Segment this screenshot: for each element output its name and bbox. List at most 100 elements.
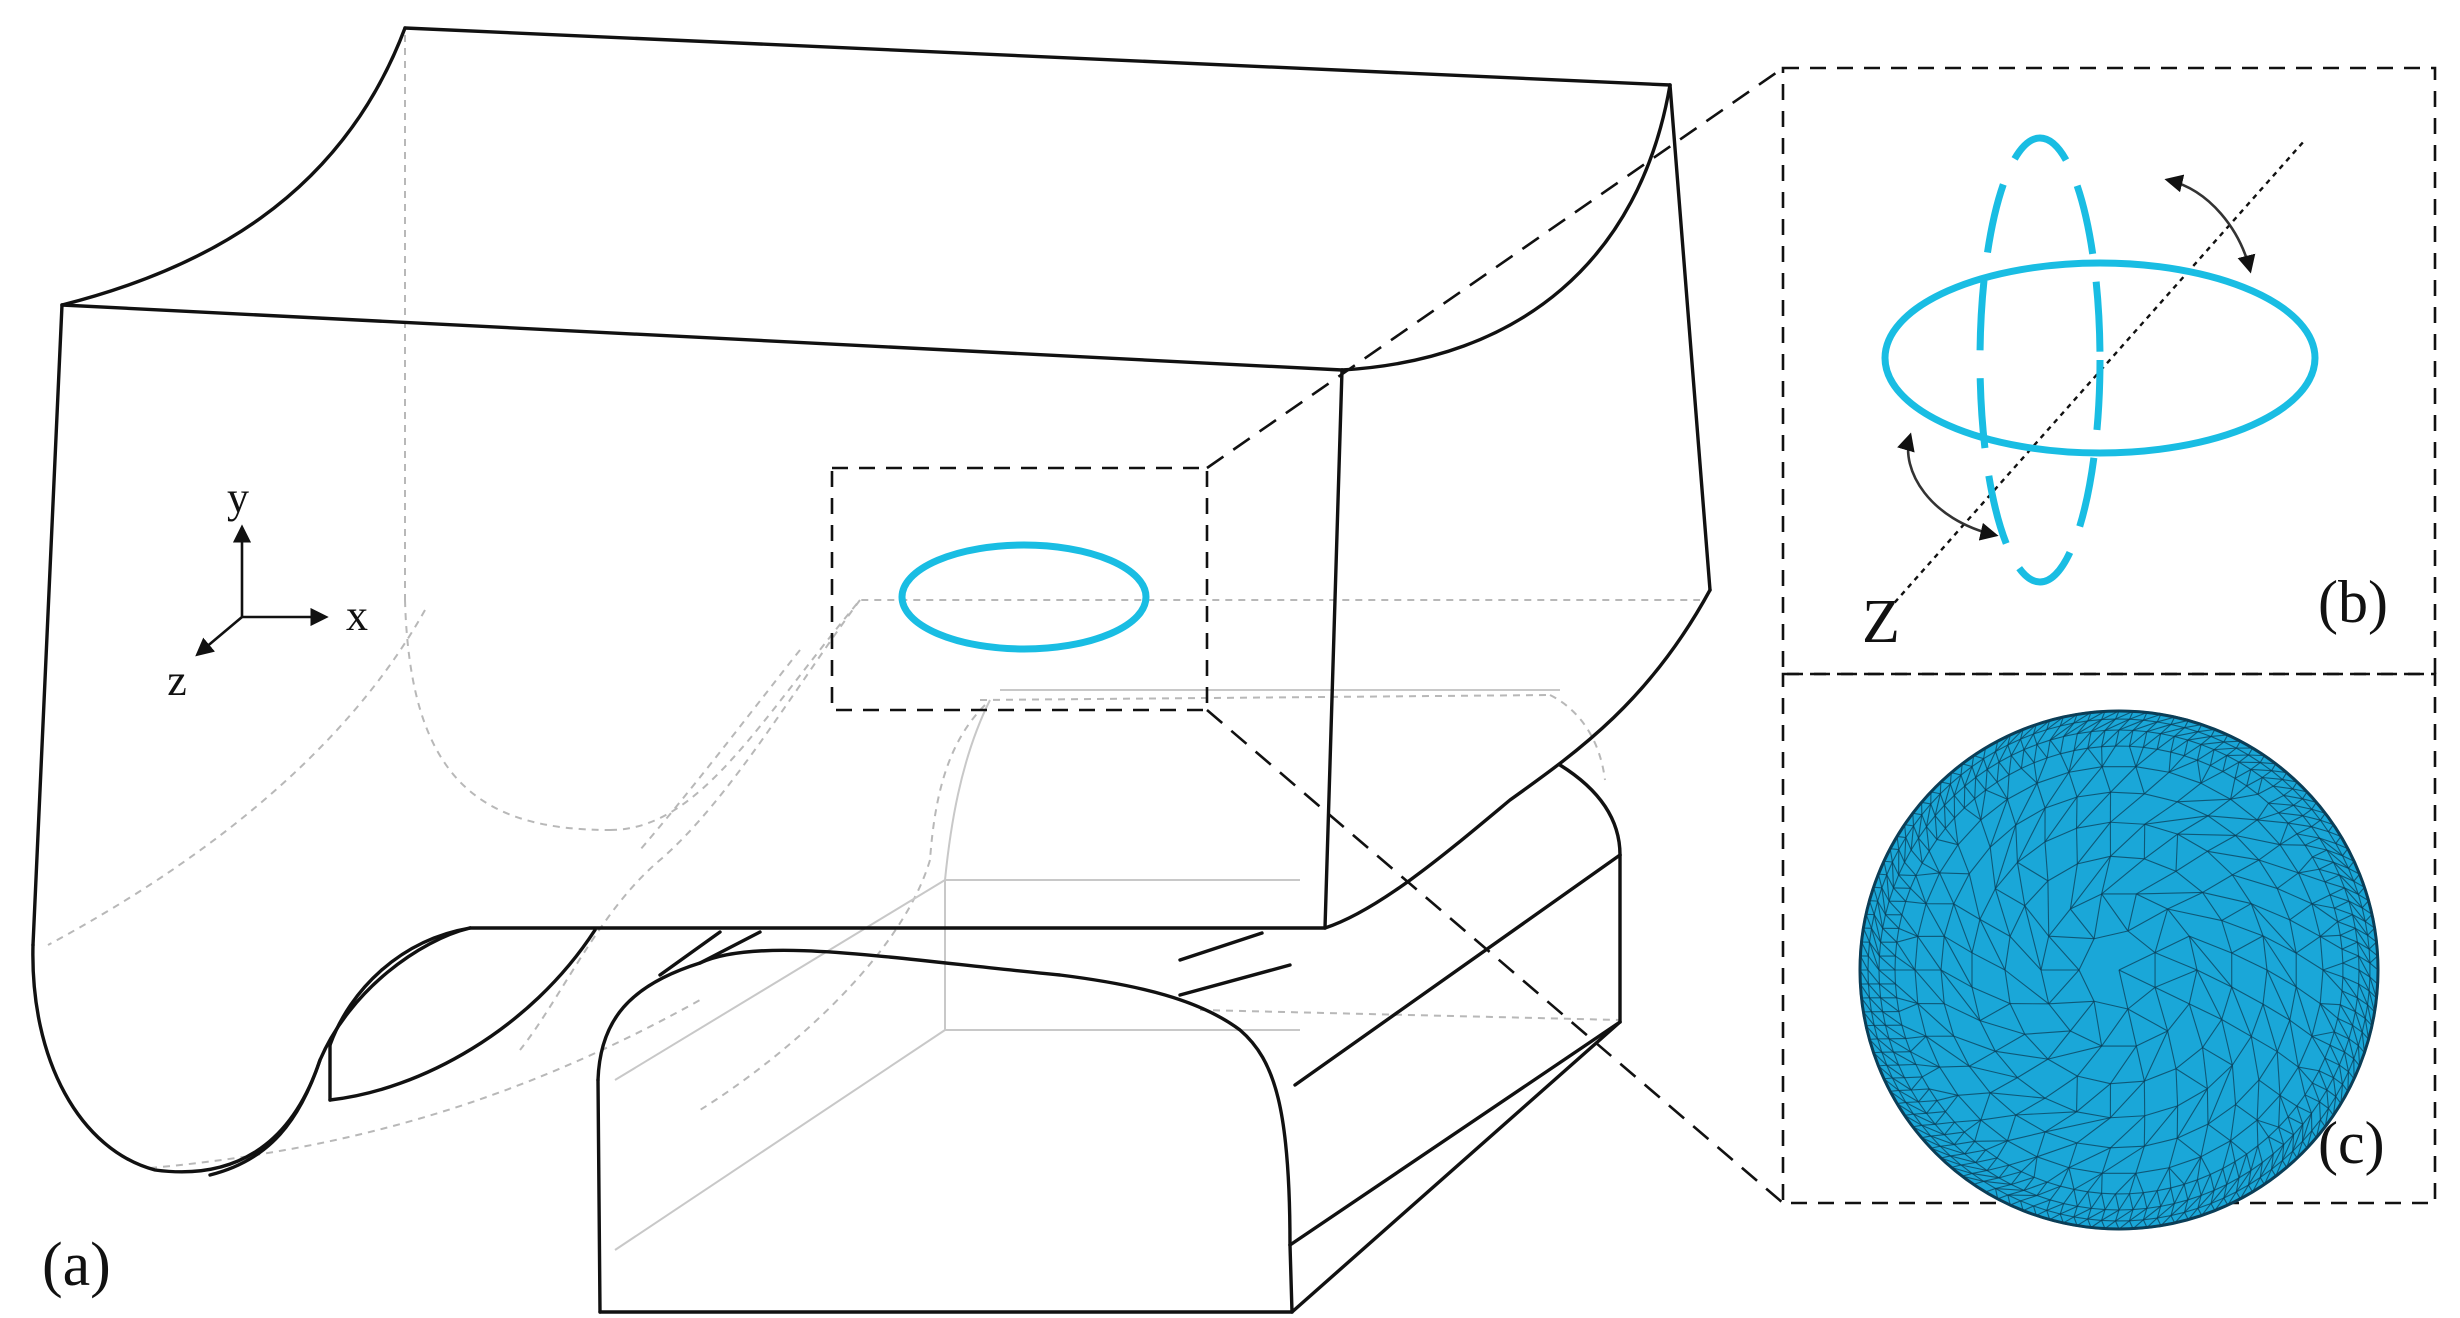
mesh-edge — [2044, 796, 2078, 843]
mesh-edge — [2311, 826, 2320, 839]
mesh-edge — [2101, 1192, 2116, 1195]
mesh-edge — [2016, 862, 2026, 906]
mesh-edge — [2144, 801, 2178, 825]
mesh-edge — [2044, 796, 2078, 809]
mesh-edge — [1928, 839, 1938, 852]
mesh-edge — [2340, 1004, 2356, 1013]
mesh-edge — [2311, 1082, 2321, 1103]
mesh-edge — [1888, 887, 1894, 902]
mesh-edge — [2251, 903, 2291, 921]
mesh-edge — [2024, 905, 2042, 971]
mesh-edge — [2154, 986, 2190, 1005]
mesh-edge — [2007, 1140, 2038, 1158]
mesh-edge — [2174, 1199, 2188, 1205]
horizontal-ring — [1881, 259, 2319, 457]
mesh-edge — [2197, 731, 2212, 737]
mesh-edge — [1915, 872, 1940, 877]
mesh-edge — [1971, 1169, 1988, 1175]
mesh-edge — [1979, 1020, 2025, 1035]
mesh-edge — [1880, 997, 1884, 1012]
mesh-edge — [2168, 759, 2198, 773]
mesh-edge — [2020, 738, 2025, 750]
mesh-edge — [2127, 908, 2168, 932]
mesh-edge — [2101, 1145, 2145, 1174]
mesh-edge — [1917, 838, 1923, 864]
mesh-edge — [2279, 1094, 2298, 1107]
mesh-edge — [2207, 850, 2233, 876]
mesh-edge — [2258, 1079, 2281, 1096]
mesh-edge — [1873, 900, 1879, 915]
mesh-edge — [2168, 1167, 2185, 1185]
mesh-edge — [2324, 1057, 2334, 1078]
mesh-edge — [2040, 936, 2050, 971]
mesh-edge — [2202, 892, 2223, 921]
mesh-edge — [1998, 761, 2010, 776]
mesh-edge — [1980, 1119, 2008, 1142]
mesh-edge — [2333, 861, 2355, 882]
mesh-edge — [2024, 1033, 2049, 1060]
mesh-edge — [1901, 901, 1907, 915]
mesh-edge — [2324, 881, 2331, 896]
mesh-edge — [2293, 1123, 2304, 1136]
mesh-edge — [2278, 812, 2303, 817]
mesh-edge — [1867, 969, 1880, 985]
mesh-edge — [1904, 1077, 1912, 1091]
mesh-edge — [2176, 782, 2202, 803]
mesh-edge — [2322, 969, 2344, 978]
mesh-edge — [1918, 826, 1927, 839]
mesh-edge — [2154, 987, 2169, 1032]
zoom-region-box — [830, 466, 1209, 712]
mesh-edge — [2010, 738, 2022, 756]
mesh-edge — [1975, 769, 1988, 778]
mesh-edge — [2326, 1089, 2337, 1097]
mesh-edge — [2110, 1080, 2145, 1085]
mesh-edge — [1995, 1187, 2024, 1191]
mesh-edge — [2015, 1097, 2046, 1116]
mesh-edge — [2311, 1003, 2321, 1037]
mesh-edge — [1940, 1144, 1955, 1147]
mesh-edge — [2004, 969, 2011, 1004]
mesh-edge — [2207, 1064, 2233, 1125]
y-axis-label: y — [227, 473, 249, 522]
mesh-edge — [2078, 969, 2095, 1002]
mesh-edge — [2101, 1008, 2129, 1047]
mesh-edge — [2135, 748, 2158, 768]
mesh-edge — [2207, 815, 2258, 821]
mesh-edge — [1986, 1164, 2010, 1172]
mesh-edge — [2326, 1089, 2329, 1109]
mesh-edge — [2358, 955, 2371, 978]
mesh-edge — [1905, 888, 1911, 902]
mesh-edge — [2230, 793, 2258, 800]
mesh-edge — [2132, 729, 2147, 733]
mesh-edge — [2128, 730, 2134, 747]
mesh-edge — [2231, 1036, 2252, 1066]
mesh-edge — [2101, 745, 2116, 748]
mesh-edge — [1953, 873, 1970, 905]
mesh-edge — [2318, 1070, 2328, 1091]
mesh-edge — [2235, 1079, 2260, 1105]
mesh-edge — [1971, 986, 2011, 1005]
mesh-edge — [2259, 762, 2272, 772]
mesh-edge — [2319, 936, 2324, 971]
mesh-edge — [2011, 1183, 2025, 1191]
mesh-edge — [2144, 815, 2209, 825]
mesh-edge — [1939, 1065, 1970, 1068]
mesh-edge — [2202, 1019, 2223, 1048]
mesh-edge — [2129, 1207, 2148, 1222]
mesh-edge — [1914, 936, 1919, 971]
mesh-edge — [2278, 1126, 2294, 1136]
mesh-edge — [2156, 1190, 2162, 1207]
mesh-edge — [2168, 771, 2202, 784]
mesh-edge — [2319, 837, 2343, 857]
mesh-edge — [2077, 1075, 2111, 1085]
mesh-edge — [2319, 1003, 2335, 1033]
mesh-edge — [2213, 1183, 2227, 1191]
mesh-edge — [1898, 874, 1911, 889]
mesh-edge — [2146, 1190, 2158, 1209]
mesh-edge — [2188, 969, 2198, 1004]
mesh-edge — [2020, 1156, 2038, 1173]
mesh-edge — [2087, 719, 2102, 722]
mesh-edge — [2354, 928, 2358, 943]
mesh-edge — [1879, 983, 1898, 999]
mesh-edge — [2168, 752, 2172, 773]
